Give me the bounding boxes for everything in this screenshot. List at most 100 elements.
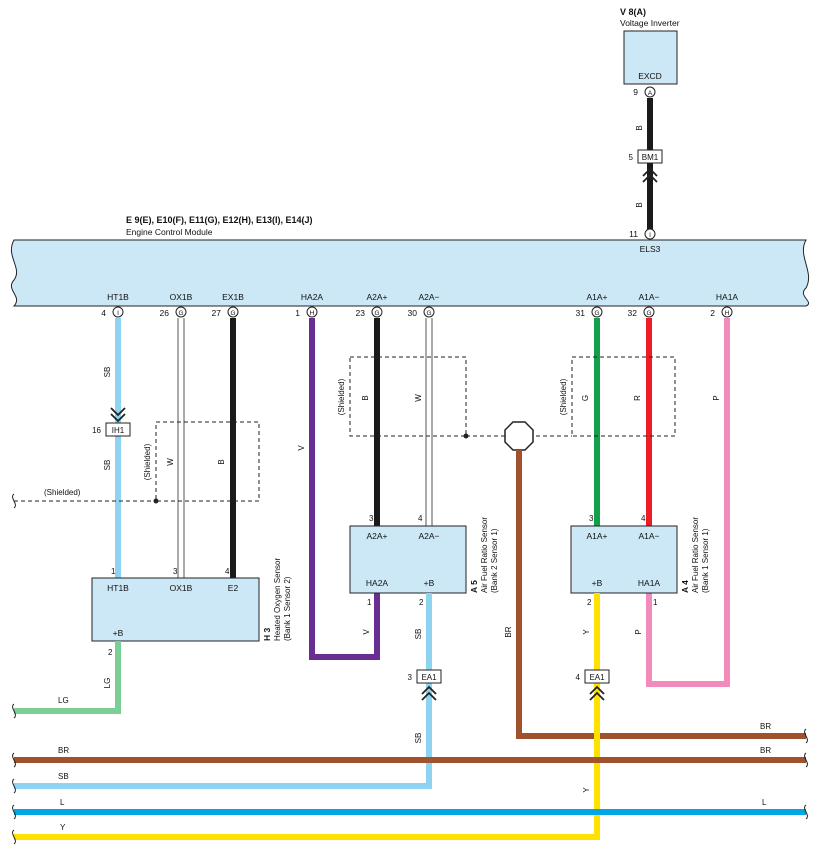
ecm-pin-ex1b: EX1B 27 G bbox=[212, 292, 245, 318]
shield-box-right bbox=[571, 356, 676, 437]
ecm-pin-letter: I bbox=[117, 310, 119, 317]
ecm-pin-ox1b: OX1B 26 G bbox=[160, 292, 193, 318]
sensor-a5-pin-1: 1 bbox=[367, 598, 372, 607]
ecm-pin-ha1a: HA1A 2 H bbox=[710, 292, 738, 318]
ecm-pin-label: OX1B bbox=[170, 292, 193, 302]
sensor-a4-terminal-a1a-minus: A1A− bbox=[638, 531, 659, 541]
sensor-a5-name: Air Fuel Ratio Sensor bbox=[480, 517, 489, 593]
ecm-pin-circle bbox=[306, 306, 318, 318]
ecm-pin-letter: H bbox=[310, 310, 315, 317]
connector-ih1-pin: 16 bbox=[92, 426, 101, 435]
ecm-pin-letter: G bbox=[646, 310, 651, 317]
sensor-h3-terminal-plus-b: +B bbox=[113, 628, 124, 638]
sensor-a4-pin-1: 1 bbox=[653, 598, 658, 607]
sensor-h3-terminal-e2: E2 bbox=[228, 583, 239, 593]
ecm-pin-letter: G bbox=[594, 310, 599, 317]
ecm-pin-a1a-minus: A1A− 32 G bbox=[628, 292, 660, 318]
sensor-a4-ref: A 4 bbox=[680, 580, 690, 593]
wire-label-p-upper: P bbox=[712, 395, 721, 400]
ecm-pin-a2a-minus: A2A− 30 G bbox=[408, 292, 440, 318]
ecm-name: Engine Control Module bbox=[126, 227, 213, 237]
wire-break-sb-left bbox=[12, 778, 16, 794]
wire-lg bbox=[14, 641, 121, 714]
ecm-pin-circle bbox=[112, 306, 124, 318]
voltage-inverter-terminal-label: EXCD bbox=[638, 71, 662, 81]
sensor-a5-terminal-plus-b: +B bbox=[424, 578, 435, 588]
ecm-pin-label: A2A− bbox=[418, 292, 439, 302]
wire-label-br-vertical: BR bbox=[504, 626, 513, 637]
voltage-inverter-pin-letter: A bbox=[648, 90, 653, 97]
sensor-h3-ref: H 3 bbox=[262, 628, 272, 642]
ecm-pin-circle bbox=[175, 306, 187, 318]
sensor-h3-terminal-ox1b: OX1B bbox=[170, 583, 193, 593]
wire-v-ha2a bbox=[309, 318, 380, 660]
ecm-top-pin-number: 11 bbox=[629, 229, 638, 239]
connector-ea1-right-box bbox=[584, 669, 610, 684]
wire-label-v-ha2a-left: V bbox=[297, 445, 306, 451]
bus-label-l-right: L bbox=[762, 798, 767, 807]
wire-label-b-ex1b: B bbox=[217, 459, 226, 464]
wire-label-g: G bbox=[581, 395, 590, 401]
connector-ih1-chevron bbox=[110, 407, 126, 423]
sensor-a5-pin-4: 4 bbox=[418, 514, 423, 523]
connector-ea1-left-chevron bbox=[421, 685, 437, 701]
voltage-inverter-pin-number: 9 bbox=[633, 87, 638, 97]
connector-ea1-left-label: EA1 bbox=[421, 673, 437, 682]
sensor-h3-name: Heated Oxygen Sensor bbox=[273, 558, 282, 641]
sensor-a5-terminal-ha2a: HA2A bbox=[366, 578, 389, 588]
ecm-pin-circle bbox=[721, 306, 733, 318]
connector-ea1-right-chevron bbox=[589, 685, 605, 701]
voltage-inverter-pin-circle bbox=[644, 86, 656, 98]
shield-label-right: (Shielded) bbox=[559, 378, 568, 415]
wire-break-lg bbox=[12, 703, 16, 719]
ecm-pin-circle bbox=[371, 306, 383, 318]
sensor-a5-pin-2: 2 bbox=[419, 598, 424, 607]
connector-bm1-label: BM1 bbox=[642, 153, 659, 162]
ecm-pin-number: 30 bbox=[408, 308, 418, 318]
wire-label-sb-ht1b-lower: SB bbox=[103, 460, 112, 471]
shield-label-middle: (Shielded) bbox=[337, 378, 346, 415]
wire-label-r: R bbox=[633, 395, 642, 401]
wire-label-sb-ht1b-upper: SB bbox=[103, 367, 112, 378]
sensor-h3-pin-3: 3 bbox=[173, 567, 178, 576]
shield-box-left bbox=[155, 421, 260, 502]
ecm-pin-number: 4 bbox=[101, 308, 106, 318]
ecm-refs: E 9(E), E10(F), E11(G), E12(H), E13(I), … bbox=[126, 215, 313, 225]
shield-junction-left bbox=[153, 498, 159, 504]
connector-ea1-right-pin: 4 bbox=[576, 673, 581, 682]
sensor-a4-terminal-a1a-plus: A1A+ bbox=[586, 531, 607, 541]
ecm-pin-number: 1 bbox=[295, 308, 300, 318]
sensor-h3-note: (Bank 1 Sensor 2) bbox=[283, 576, 292, 641]
wire-label-y-upper: Y bbox=[582, 629, 591, 635]
voltage-inverter-box bbox=[623, 30, 678, 85]
sensor-a4-pin-4: 4 bbox=[641, 514, 646, 523]
wire-break-l-left bbox=[12, 804, 16, 820]
ecm-pin-label: A1A+ bbox=[586, 292, 607, 302]
ecm-pin-circle bbox=[643, 306, 655, 318]
sensor-h3-pin-1: 1 bbox=[111, 567, 116, 576]
ecm-pin-label: HT1B bbox=[107, 292, 129, 302]
ecm-pin-circle bbox=[227, 306, 239, 318]
connector-bm1-box bbox=[637, 149, 663, 164]
ecm-pin-number: 26 bbox=[160, 308, 170, 318]
voltage-inverter-ref: V 8(A) bbox=[620, 7, 646, 17]
wire-break-shield bbox=[12, 493, 16, 509]
connector-ea1-left-box bbox=[416, 669, 442, 684]
shield-label-left-horizontal: (Shielded) bbox=[44, 488, 81, 497]
wire-label-sb-a5-upper: SB bbox=[414, 629, 423, 640]
wire-label-b-a2a: B bbox=[361, 395, 370, 400]
voltage-inverter-name: Voltage Inverter bbox=[620, 18, 680, 28]
sensor-a4-pin-3: 3 bbox=[589, 514, 594, 523]
wire-break-y-left bbox=[12, 829, 16, 845]
connector-bm1-pin: 5 bbox=[629, 153, 634, 162]
ecm-pin-number: 32 bbox=[628, 308, 638, 318]
ecm-top-pin-label: ELS3 bbox=[640, 244, 661, 254]
ecm-pin-circle bbox=[591, 306, 603, 318]
ecm-pin-letter: G bbox=[178, 310, 183, 317]
sensor-a4-pin-2: 2 bbox=[587, 598, 592, 607]
wire-label-w-ox1b: W bbox=[166, 458, 175, 466]
wire-br-ground bbox=[516, 450, 806, 739]
sensor-a4-note: (Bank 1 Sensor 1) bbox=[701, 528, 710, 593]
ecm-pin-label: A1A− bbox=[638, 292, 659, 302]
ecm-pin-number: 31 bbox=[576, 308, 586, 318]
